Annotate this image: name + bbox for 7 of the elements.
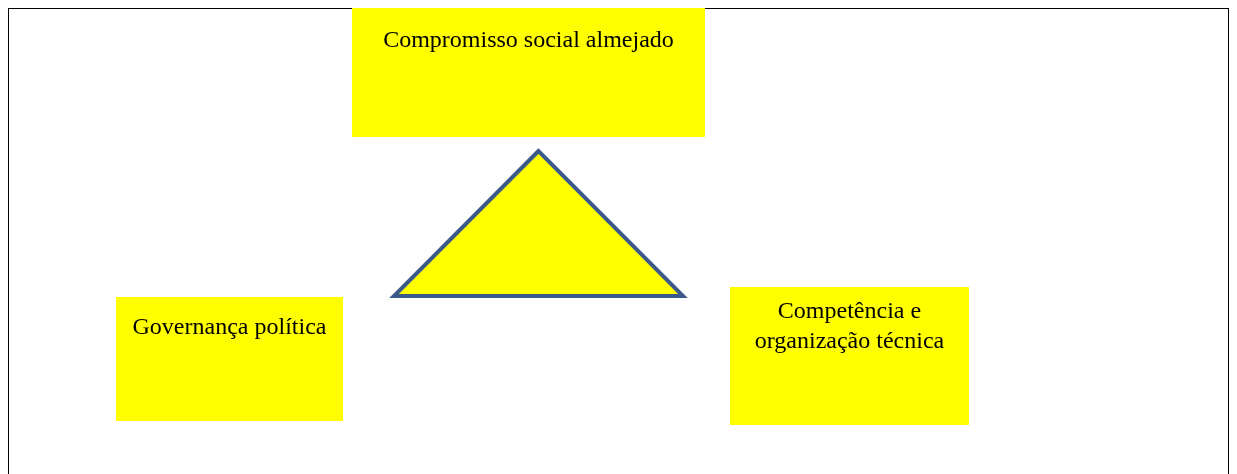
text-box (730, 287, 969, 425)
text-box (116, 297, 343, 421)
text-box (352, 8, 705, 137)
box-label: Governança política (132, 312, 327, 341)
box-label: Compromisso social almejado (383, 25, 674, 54)
triangle-shape (391, 148, 686, 299)
box-label: Competência e organização técnica (753, 296, 946, 355)
